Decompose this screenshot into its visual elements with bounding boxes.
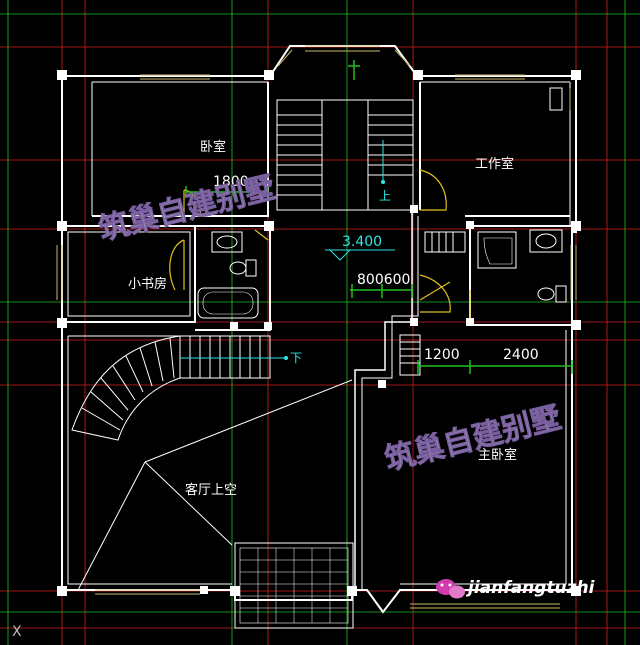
dimension-corridor: 800600	[357, 272, 410, 288]
stair-up-marker: 上	[379, 140, 391, 203]
dimension-bath-width: 1200	[424, 347, 460, 363]
stair-down	[71, 335, 271, 441]
stair-down-marker: 下	[180, 351, 302, 365]
stair-down-treads	[189, 336, 261, 378]
stair-main	[276, 99, 414, 211]
elevation-marker: 3.400	[325, 234, 395, 261]
window-top-left	[140, 74, 210, 80]
bathtub	[197, 287, 259, 319]
corner-axis-mark: X	[12, 624, 22, 640]
void-wall	[67, 335, 232, 585]
room-label-bedroom: 卧室	[200, 139, 226, 155]
door-corridor	[419, 274, 451, 313]
stair-treads-left	[277, 114, 322, 196]
window-bottom-right	[410, 603, 560, 609]
room-label-living-void: 客厅上空	[185, 482, 237, 498]
door-bath-left	[254, 229, 269, 241]
study-wall	[419, 82, 570, 217]
room-label-small-study: 小书房	[128, 276, 167, 292]
landing-wall	[354, 210, 413, 590]
stair-treads-right	[368, 114, 413, 176]
shower-tray	[477, 231, 517, 269]
fixtures	[197, 87, 567, 319]
bedroom-wall	[92, 82, 269, 217]
door-bedroom	[183, 189, 201, 217]
room-label-study: 工作室	[475, 156, 514, 172]
windows	[56, 45, 577, 609]
elevation-label: 3.400	[342, 234, 382, 250]
basin-left	[211, 231, 243, 253]
small-study-inner	[67, 231, 191, 317]
master-inner	[400, 330, 567, 585]
dimension-bedroom-width: 1800	[213, 174, 249, 190]
wechat-icon	[436, 579, 465, 599]
brand-text: jianfangtuzhi	[465, 578, 596, 598]
dimension-master-width: 2400	[503, 347, 539, 363]
window-left-wall	[56, 245, 63, 300]
doors	[169, 169, 471, 318]
stair-landing	[399, 231, 466, 376]
spiral-stair	[71, 335, 181, 441]
toilet-left	[229, 259, 257, 277]
wardrobe-fixture	[549, 87, 563, 111]
toilet-right	[537, 285, 567, 303]
door-study	[419, 169, 447, 211]
window-top-right	[455, 74, 525, 80]
window-right-wall	[570, 245, 577, 300]
paving-pattern	[240, 548, 348, 623]
balcony-paving	[234, 542, 354, 629]
spiral-treads	[81, 337, 175, 431]
window-bottom-left	[95, 589, 200, 595]
small-study-wall	[62, 225, 196, 323]
dimension-lines	[185, 60, 573, 374]
basin-right	[529, 229, 563, 253]
brand-badge: jianfangtuzhi	[436, 578, 596, 599]
landing-wall-inner	[361, 216, 419, 590]
door-master	[419, 281, 451, 301]
stair-down-label: 下	[290, 351, 302, 365]
void-diagonal	[77, 379, 353, 591]
room-label-master-bedroom: 主卧室	[478, 447, 517, 463]
door-small-study	[169, 239, 185, 291]
window-bay-top	[277, 45, 411, 67]
stair-up-label: 上	[379, 189, 391, 203]
inner-wall-offset	[91, 81, 571, 226]
